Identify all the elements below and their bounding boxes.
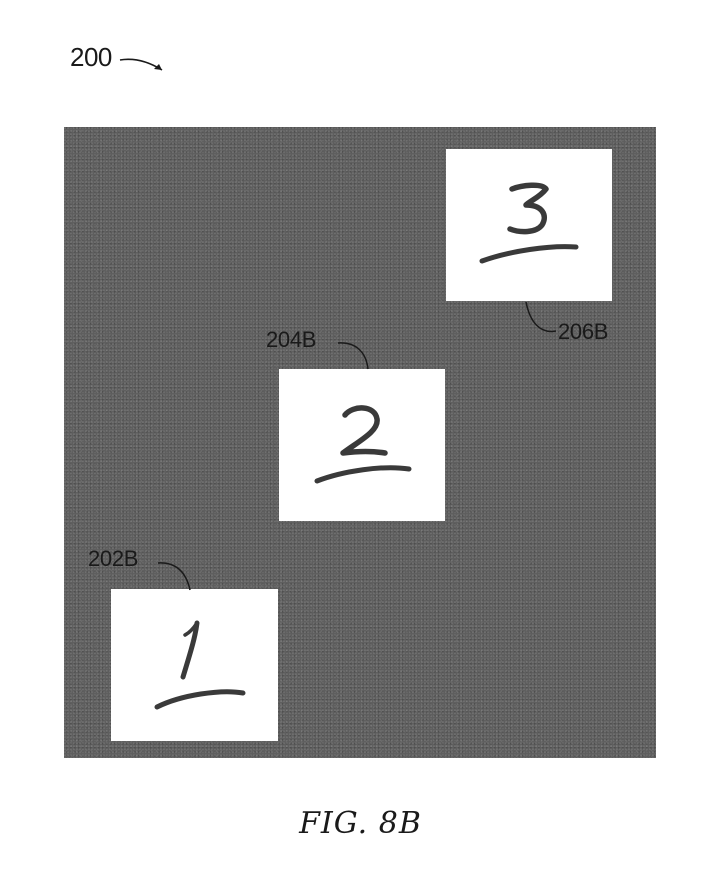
leader-line-card-1 [158,563,190,590]
leader-line-card-3 [526,302,556,331]
leader-line-card-2 [338,343,368,369]
figure-caption: FIG. 8B [0,806,721,841]
